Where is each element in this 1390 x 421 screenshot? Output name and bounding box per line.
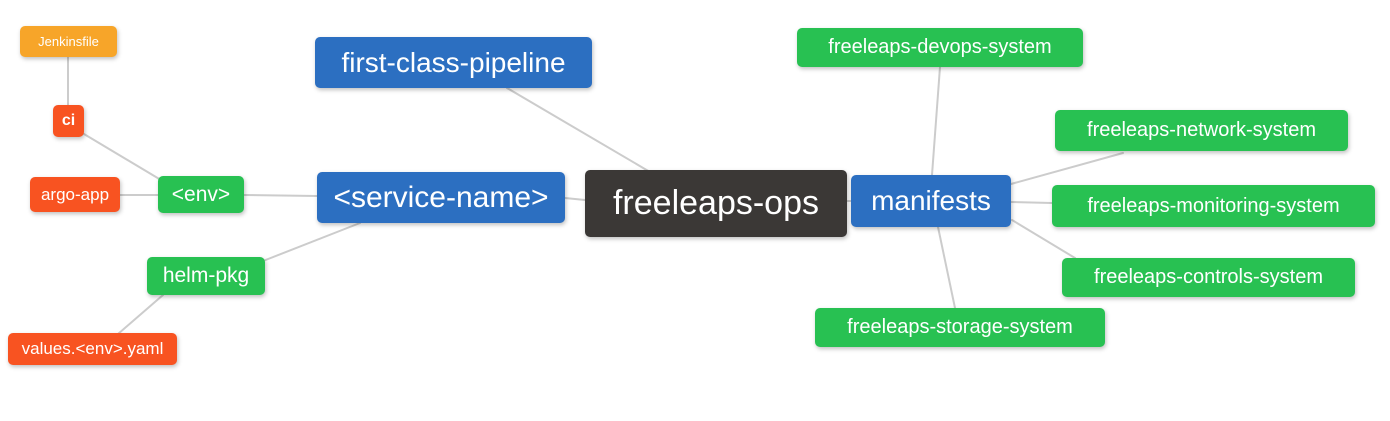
- edge-first-class-pipeline-root: [506, 87, 651, 173]
- node-ci[interactable]: ci: [53, 105, 84, 137]
- edge-service-name-root: [564, 197, 586, 201]
- node-service-name[interactable]: <service-name>: [317, 172, 565, 223]
- node-values-env-yaml[interactable]: values.<env>.yaml: [8, 333, 177, 365]
- node-freeleaps-controls-system[interactable]: freeleaps-controls-system: [1062, 258, 1355, 297]
- edge-service-name-helm-pkg: [262, 222, 361, 262]
- node-freeleaps-devops-system[interactable]: freeleaps-devops-system: [797, 28, 1083, 67]
- edge-ci-env: [83, 133, 167, 184]
- edge-manifests-controls: [1011, 219, 1076, 259]
- edge-manifests-network: [1010, 152, 1124, 185]
- node-freeleaps-ops[interactable]: freeleaps-ops: [585, 170, 847, 237]
- node-manifests[interactable]: manifests: [851, 175, 1011, 227]
- edge-manifests-storage: [937, 226, 956, 309]
- edge-env-service-name: [243, 194, 318, 197]
- node-first-class-pipeline[interactable]: first-class-pipeline: [315, 37, 592, 88]
- node-env[interactable]: <env>: [158, 176, 244, 213]
- node-freeleaps-network-system[interactable]: freeleaps-network-system: [1055, 110, 1348, 151]
- edge-helm-pkg-values: [117, 294, 164, 335]
- node-freeleaps-storage-system[interactable]: freeleaps-storage-system: [815, 308, 1105, 347]
- node-freeleaps-monitoring-system[interactable]: freeleaps-monitoring-system: [1052, 185, 1375, 227]
- node-helm-pkg[interactable]: helm-pkg: [147, 257, 265, 295]
- edge-manifests-devops: [931, 66, 941, 176]
- node-jenkinsfile[interactable]: Jenkinsfile: [20, 26, 117, 57]
- edge-manifests-monitoring: [1010, 201, 1053, 204]
- node-argo-app[interactable]: argo-app: [30, 177, 120, 212]
